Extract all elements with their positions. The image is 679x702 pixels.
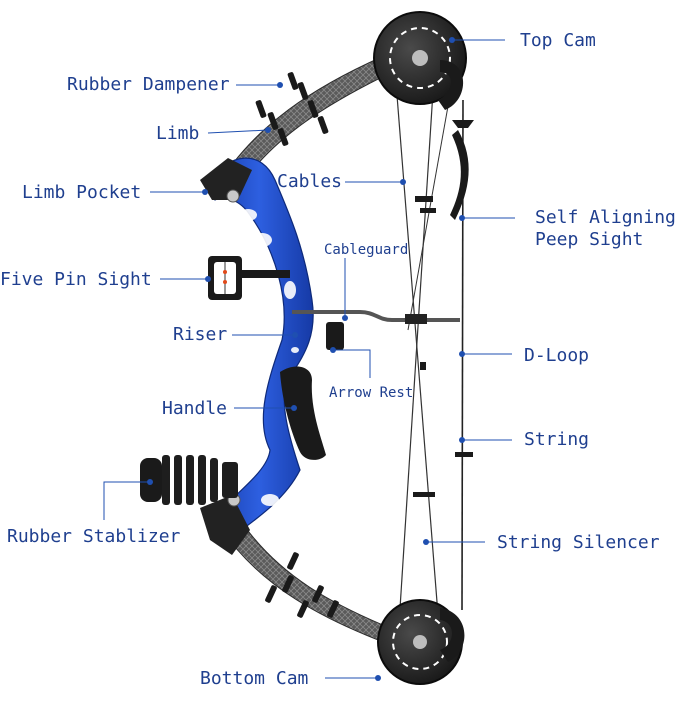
stabilizer-shape [140,455,238,505]
label-top-cam: Top Cam [520,30,596,51]
limb-bolt-top-shape [226,189,240,203]
label-bottom-cam: Bottom Cam [200,668,308,689]
bow-strings [394,59,464,641]
label-five-pin-sight: Five Pin Sight [0,269,152,290]
label-string: String [524,429,589,450]
label-handle: Handle [162,398,227,419]
label-cables: Cables [277,171,342,192]
label-limb-pocket: Limb Pocket [22,182,141,203]
label-arrow-rest: Arrow Rest [329,385,413,401]
leader-lines [103,37,515,681]
upper-dampeners-shape [255,72,329,146]
cable-slide-shape [405,314,427,324]
grip-shape [280,366,326,460]
top-cam-shape [373,11,467,110]
label-riser: Riser [173,324,227,345]
cableguard-shape [292,310,460,322]
bow-illustration [140,11,474,685]
label-rubber-dampener: Rubber Dampener [67,74,230,95]
callout-labels: Top Cam Rubber Dampener Limb Cables Limb… [0,30,676,689]
label-cableguard: Cableguard [324,242,408,258]
label-rubber-stablizer: Rubber Stablizer [7,526,181,547]
string-accessories-shape [413,120,474,497]
limb-pocket-bottom-shape [200,495,250,555]
arrow-rest-shape [326,322,344,350]
label-limb: Limb [156,123,199,144]
label-self-aligning: Self Aligning [535,207,676,228]
cable-line-a [394,69,441,641]
lower-dampeners-shape [265,552,339,618]
riser-cutouts-shape [239,209,299,506]
limb-pocket-top-shape [200,158,252,200]
label-d-loop: D-Loop [524,345,589,366]
bottom-cam-shape [377,599,465,685]
riser-shape [204,157,314,541]
cable-line-b [397,59,436,641]
sight-shape [208,256,290,300]
label-peep-sight: Peep Sight [535,229,643,250]
label-string-silencer: String Silencer [497,532,660,553]
